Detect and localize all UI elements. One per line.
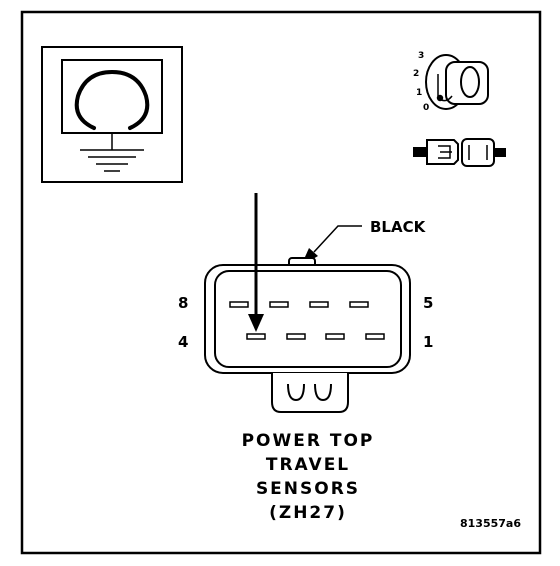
pin-slot xyxy=(229,301,249,308)
diagram-border xyxy=(20,10,542,555)
pin-slot xyxy=(349,301,369,308)
ignition-position-3: 3 xyxy=(418,51,424,61)
pin-slots xyxy=(229,301,385,340)
callout: BLACK xyxy=(301,218,427,266)
title-line-2: TRAVEL xyxy=(266,455,350,475)
connector-body xyxy=(204,257,411,413)
title-line-4: (ZH27) xyxy=(269,503,347,523)
ignition-position-2: 2 xyxy=(413,69,419,79)
pin-label-5: 5 xyxy=(423,294,433,312)
pin-slot xyxy=(269,301,289,308)
figure-number: 813557a6 xyxy=(460,517,521,530)
disconnected-connector-icon xyxy=(413,138,506,167)
title-line-3: SENSORS xyxy=(256,479,360,499)
ignition-position-1: 1 xyxy=(416,88,422,98)
title-line-1: POWER TOP xyxy=(242,431,375,451)
probe-arrow xyxy=(248,193,264,332)
pin-slot xyxy=(286,333,306,340)
ohmmeter-icon xyxy=(41,46,183,183)
pin-label-4: 4 xyxy=(178,333,188,351)
ignition-key-icon: 3 2 1 0 xyxy=(413,51,489,113)
ignition-position-0: 0 xyxy=(423,103,429,113)
pin-label-8: 8 xyxy=(178,294,188,312)
pin-slot xyxy=(246,333,266,340)
pin-slot xyxy=(309,301,329,308)
pin-slot xyxy=(325,333,345,340)
pin-label-1: 1 xyxy=(423,333,433,351)
pin-slot xyxy=(365,333,385,340)
callout-label-black: BLACK xyxy=(370,218,427,236)
